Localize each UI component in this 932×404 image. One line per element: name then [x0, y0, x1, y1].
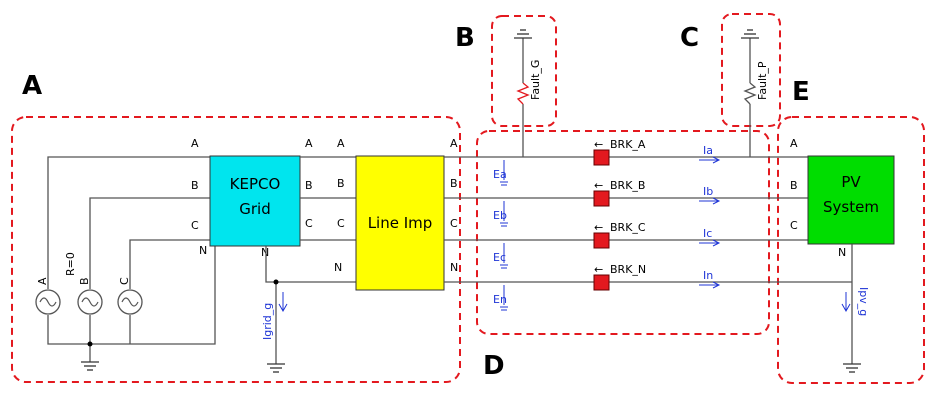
voltage-probe-ea-icon	[500, 160, 508, 186]
ipv-label: Ipv_g	[857, 287, 870, 316]
current-arrow-ic-icon	[699, 239, 721, 247]
section-label-b: B	[455, 23, 475, 53]
region-c-outline	[721, 13, 781, 127]
breaker-n	[593, 274, 610, 291]
fault-g-ground-icon	[514, 29, 532, 39]
kepco-pin-a-out: A	[305, 137, 313, 150]
lineimp-pin-a-out: A	[450, 137, 458, 150]
kepco-to-line-wiring	[265, 156, 356, 364]
grid-ground-icon	[267, 363, 285, 373]
current-label-in: In	[703, 269, 713, 282]
fault-p-ground-icon	[741, 29, 759, 39]
breaker-b	[593, 190, 610, 207]
current-arrow-ia-icon	[699, 156, 721, 164]
pv-label-line2: System	[823, 198, 879, 216]
lineimp-pin-n-in: N	[334, 261, 342, 274]
grid-neutral-node	[273, 279, 279, 285]
voltage-probe-ec-icon	[500, 243, 508, 269]
source-b	[77, 289, 103, 315]
pv-system-block	[807, 155, 895, 245]
breaker-a	[593, 149, 610, 166]
line-impedance-block	[355, 155, 445, 291]
lineimp-pin-b-out: B	[450, 177, 458, 190]
breaker-a-arrow-icon: ←	[594, 138, 603, 151]
fault-p-label: Fault_P	[756, 61, 769, 100]
kepco-grid-block	[209, 155, 301, 247]
current-label-ib: Ib	[703, 185, 713, 198]
source-b-label: B	[78, 277, 91, 285]
voltage-label-eb: Eb	[493, 209, 507, 222]
voltage-probe-eb-icon	[500, 201, 508, 227]
pv-label-line1: PV	[841, 173, 861, 191]
source-ground-icon	[81, 361, 99, 371]
section-label-d: D	[483, 351, 505, 381]
breaker-b-arrow-icon: ←	[594, 179, 603, 192]
section-label-a: A	[22, 71, 42, 101]
lineimp-pin-n-out: N	[450, 261, 458, 274]
current-label-ic: Ic	[703, 227, 712, 240]
pv-pin-c: C	[790, 219, 798, 232]
kepco-pin-c-out: C	[305, 217, 313, 230]
current-arrow-ib-icon	[699, 197, 721, 205]
distribution-lines	[444, 156, 852, 283]
section-label-c: C	[680, 23, 699, 53]
pv-ground-icon	[843, 363, 861, 373]
kepco-pin-b-in: B	[191, 179, 199, 192]
region-a-outline	[11, 116, 461, 383]
current-label-ia: Ia	[703, 144, 713, 157]
pv-pin-n: N	[838, 246, 846, 259]
region-d-outline	[476, 130, 770, 335]
voltage-label-en: En	[493, 293, 507, 306]
kepco-pin-a-in: A	[191, 137, 199, 150]
ipv-arrowhead-icon	[841, 303, 851, 313]
fault-p-branch	[743, 38, 757, 157]
lineimp-pin-c-out: C	[450, 217, 458, 230]
source-neutral-node	[87, 341, 93, 347]
voltage-probe-en-icon	[500, 285, 508, 311]
fault-g-label: Fault_G	[529, 60, 542, 100]
kepco-label-line2: Grid	[239, 200, 270, 218]
section-label-e: E	[792, 77, 810, 107]
region-b-outline	[491, 15, 557, 127]
voltage-label-ea: Ea	[493, 168, 507, 181]
breaker-n-label: BRK_N	[610, 263, 646, 276]
lineimp-pin-c-in: C	[337, 217, 345, 230]
region-e-outline	[777, 116, 925, 384]
breaker-b-label: BRK_B	[610, 179, 645, 192]
breaker-c	[593, 232, 610, 249]
kepco-pin-c-in: C	[191, 219, 199, 232]
breaker-n-arrow-icon: ←	[594, 263, 603, 276]
breaker-c-label: BRK_C	[610, 221, 646, 234]
breaker-a-label: BRK_A	[610, 138, 646, 151]
source-c-label: C	[118, 277, 131, 285]
kepco-pin-b-out: B	[305, 179, 313, 192]
source-resistance-label: R=0	[64, 252, 77, 276]
kepco-pin-n-out: N	[261, 246, 269, 259]
source-c	[117, 289, 143, 315]
igrid-label: Igrid_g	[261, 303, 274, 340]
pv-pin-a: A	[790, 137, 798, 150]
current-arrow-in-icon	[699, 281, 721, 289]
kepco-pin-n-in: N	[199, 244, 207, 257]
fault-g-branch	[516, 38, 530, 157]
source-wiring	[47, 156, 216, 362]
breaker-c-arrow-icon: ←	[594, 221, 603, 234]
source-a-label: A	[36, 277, 49, 285]
line-impedance-label: Line Imp	[368, 214, 433, 232]
igrid-arrowhead-icon	[278, 303, 288, 313]
pv-pin-b: B	[790, 179, 798, 192]
voltage-label-ec: Ec	[493, 251, 506, 264]
lineimp-pin-a-in: A	[337, 137, 345, 150]
kepco-label-line1: KEPCO	[230, 175, 281, 193]
source-a	[35, 289, 61, 315]
lineimp-pin-b-in: B	[337, 177, 345, 190]
